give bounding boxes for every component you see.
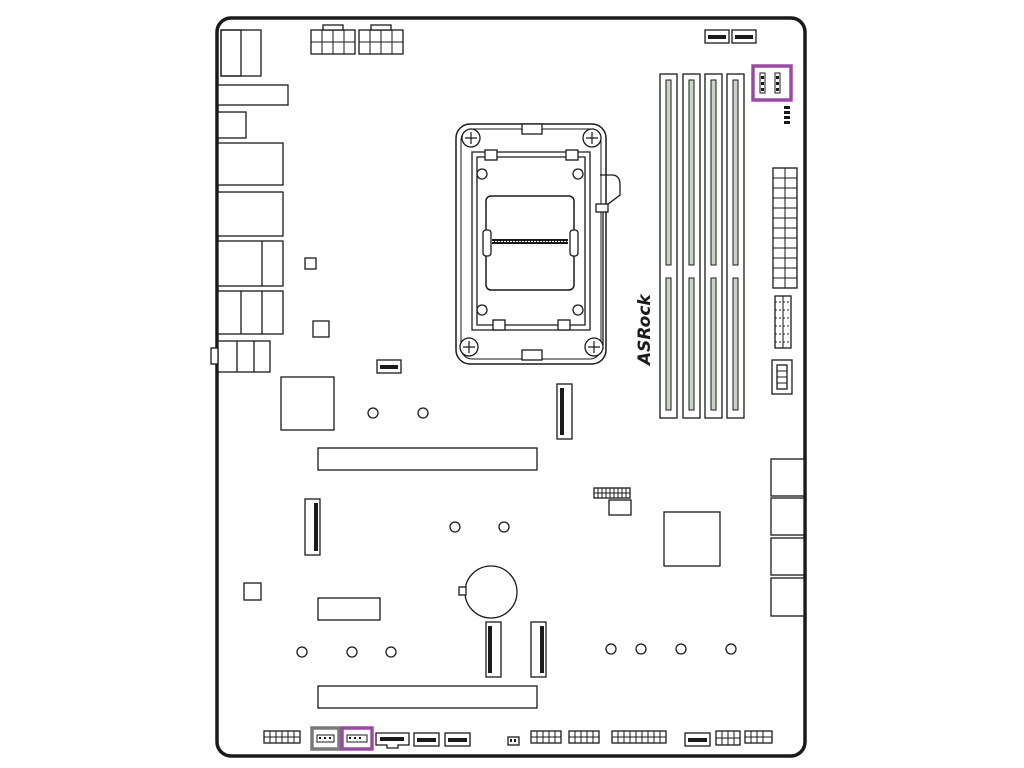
sata-ports xyxy=(770,458,805,617)
fan-header-bottom-2 xyxy=(444,732,471,747)
front-panel-header-2 xyxy=(744,730,773,744)
rear-io-port-8 xyxy=(217,340,271,373)
usb2-header-1 xyxy=(530,730,562,744)
pcie-x16-slot-2 xyxy=(317,685,538,709)
mount-hole xyxy=(385,646,397,658)
front-audio-header xyxy=(263,730,301,744)
dimm-slot-b1 xyxy=(704,73,723,419)
mount-hole xyxy=(417,407,429,419)
asrock-logo: ASRock xyxy=(635,293,655,367)
fan-header-bottom-3 xyxy=(684,732,711,747)
dimm-slot-a2 xyxy=(682,73,701,419)
rear-io-port-3 xyxy=(217,111,247,139)
argb-header xyxy=(375,732,410,749)
mount-hole xyxy=(367,407,379,419)
socket-screw-br xyxy=(584,337,604,357)
mount-hole xyxy=(635,643,647,655)
pcie-x1-slot xyxy=(317,597,381,621)
dimm-slot-b2 xyxy=(726,73,745,419)
long-header xyxy=(611,730,667,744)
fan-headers-top xyxy=(704,29,757,44)
small-chip-1 xyxy=(304,257,317,270)
io-controller-chip xyxy=(280,376,335,431)
small-chip-3 xyxy=(243,582,262,601)
tpm-header xyxy=(593,487,632,516)
small-led-indicators xyxy=(784,106,790,124)
motherboard-outline xyxy=(215,16,807,758)
socket-screw-tr xyxy=(582,128,602,148)
mount-hole xyxy=(449,521,461,533)
usb-c-header xyxy=(771,359,793,395)
mount-hole xyxy=(725,643,737,655)
usb2-header-2 xyxy=(568,730,600,744)
mount-hole xyxy=(498,521,510,533)
pcie-x16-slot-1 xyxy=(317,447,538,471)
cpu-power-connectors xyxy=(310,24,404,55)
small-chip-2 xyxy=(312,320,330,338)
m2-slot-bottom-2 xyxy=(530,621,547,678)
rear-io-port-7 xyxy=(217,290,284,335)
m2-slot-top xyxy=(556,383,573,440)
mount-hole xyxy=(675,643,687,655)
cmos-battery xyxy=(458,565,518,619)
fan-header-bottom-1 xyxy=(413,732,440,747)
chipset xyxy=(663,511,721,567)
mount-hole xyxy=(346,646,358,658)
mount-hole xyxy=(605,643,617,655)
mount-hole xyxy=(296,646,308,658)
highlighted-header-top-right xyxy=(751,64,793,102)
rear-io-panel xyxy=(210,29,289,373)
rear-io-port-5 xyxy=(217,191,284,237)
clear-cmos-jumper xyxy=(507,736,520,746)
front-panel-header-1 xyxy=(715,730,741,746)
socket-screw-bl xyxy=(459,337,479,357)
atx-24pin-power xyxy=(772,167,798,289)
dimm-slot-a1 xyxy=(659,73,678,419)
m2-slot-left xyxy=(304,498,321,556)
dimm-slots xyxy=(659,73,745,419)
rear-io-port-6 xyxy=(217,240,284,287)
bottom-headers xyxy=(263,726,773,751)
fan-header-mid xyxy=(376,359,402,374)
highlighted-header-purple-bottom xyxy=(340,726,374,751)
usb3-header xyxy=(774,295,792,349)
rear-io-port-4 xyxy=(217,142,284,186)
rear-io-port-2 xyxy=(217,84,289,106)
cpu-socket xyxy=(455,123,621,365)
highlighted-header-gray xyxy=(310,726,341,751)
socket-screw-tl xyxy=(461,128,481,148)
m2-slot-bottom-1 xyxy=(485,621,502,678)
